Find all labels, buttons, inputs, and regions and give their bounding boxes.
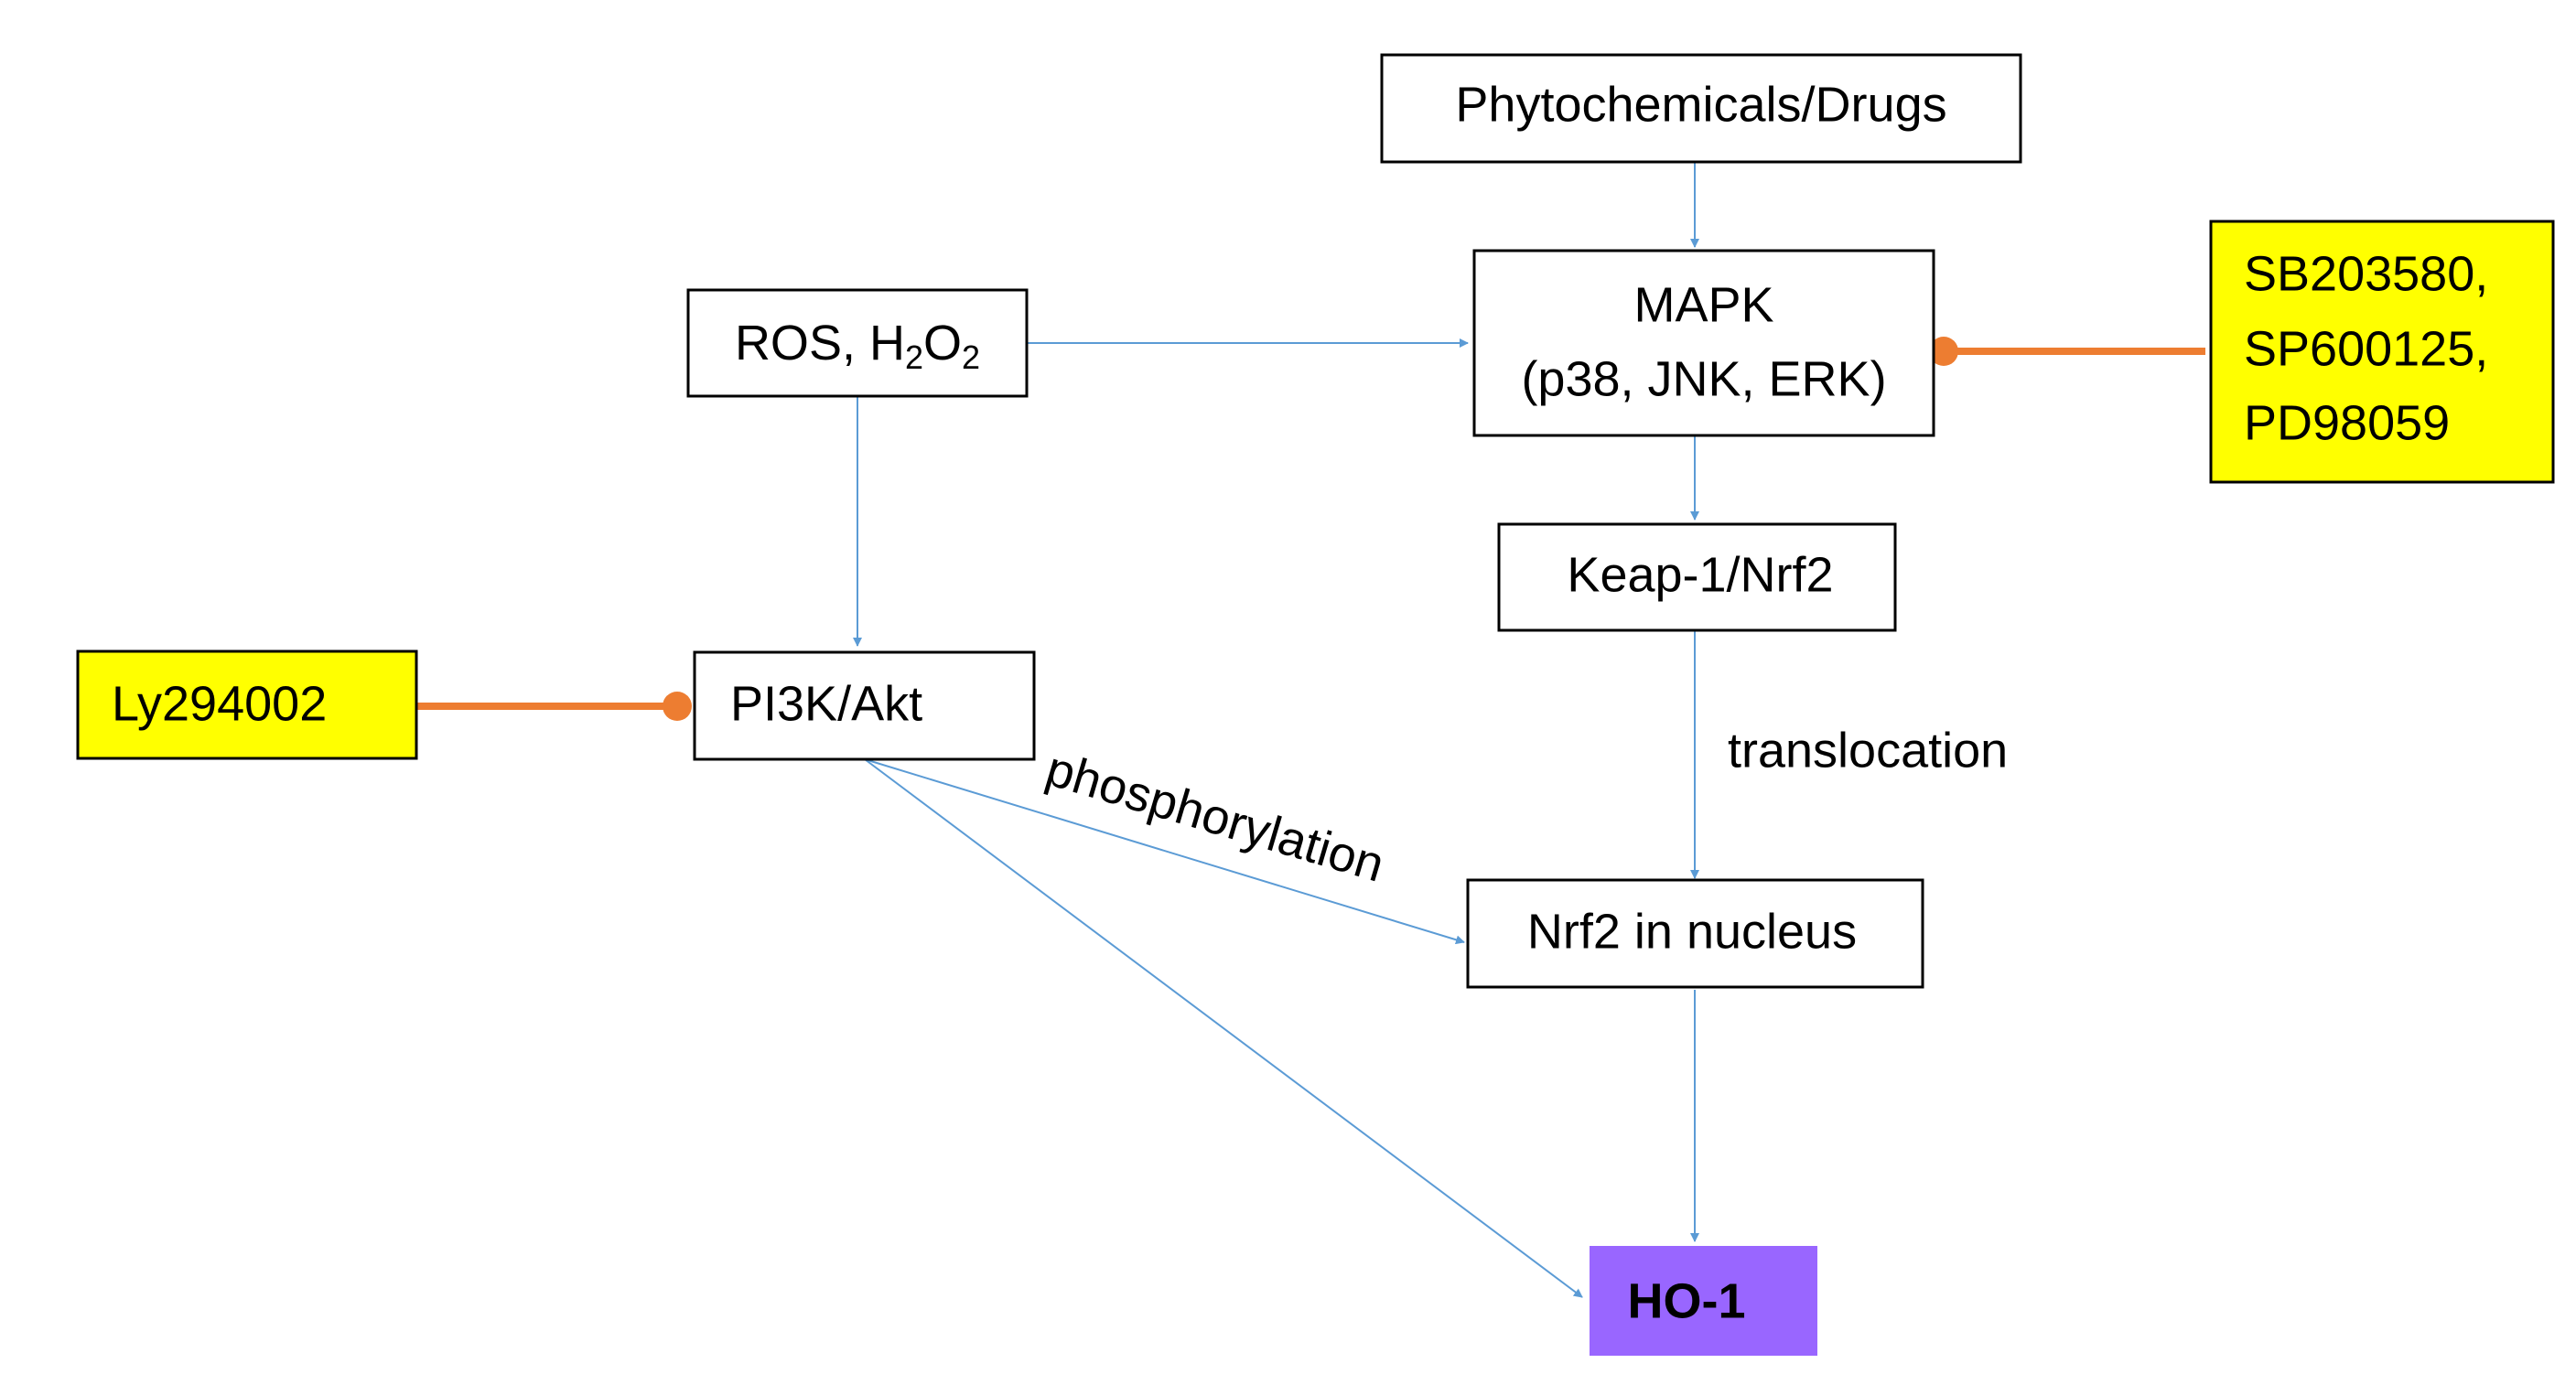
node-pi3k: PI3K/Akt (693, 650, 1036, 761)
translocation-label: translocation (1728, 723, 2008, 778)
mapk-inhibitor-1: SB203580, (2244, 246, 2488, 301)
ros-label: ROS, H2O2 (735, 316, 980, 375)
node-mapk: MAPK (p38, JNK, ERK) (1472, 249, 1935, 437)
edge-pi3k-to-ho1 (864, 758, 1583, 1298)
pi3k-inhibitor-label: Ly294002 (112, 676, 327, 731)
phytochemicals-label: Phytochemicals/Drugs (1455, 77, 1946, 132)
mapk-inhibitor-2: SP600125, (2244, 321, 2488, 376)
pi3k-label: PI3K/Akt (730, 676, 922, 731)
node-nrf2-nucleus: Nrf2 in nucleus (1466, 878, 1924, 989)
ho1-label: HO-1 (1627, 1273, 1745, 1328)
node-ho1: HO-1 (1590, 1246, 1817, 1356)
mapk-inhibitor-3: PD98059 (2244, 395, 2450, 450)
phosphorylation-label: phosphorylation (1040, 741, 1391, 893)
edge-pi3k-to-nrf2-nucleus (864, 758, 1465, 945)
mapk-subtitle: (p38, JNK, ERK) (1521, 351, 1886, 406)
inhibitor-dot-mapk (1929, 337, 1958, 366)
keap1-label: Keap-1/Nrf2 (1567, 547, 1833, 602)
node-keap1: Keap-1/Nrf2 (1497, 522, 1897, 632)
inhibitor-edges (415, 337, 2205, 721)
inhibitor-dot-pi3k (663, 692, 692, 721)
node-ros: ROS, H2O2 (686, 288, 1029, 398)
node-phytochemicals: Phytochemicals/Drugs (1380, 53, 2022, 164)
mapk-title: MAPK (1633, 277, 1773, 332)
nrf2-nucleus-label: Nrf2 in nucleus (1527, 904, 1857, 959)
node-pi3k-inhibitor: Ly294002 (76, 649, 418, 760)
edges (853, 163, 1699, 1298)
node-mapk-inhibitors: SB203580, SP600125, PD98059 (2209, 220, 2555, 484)
